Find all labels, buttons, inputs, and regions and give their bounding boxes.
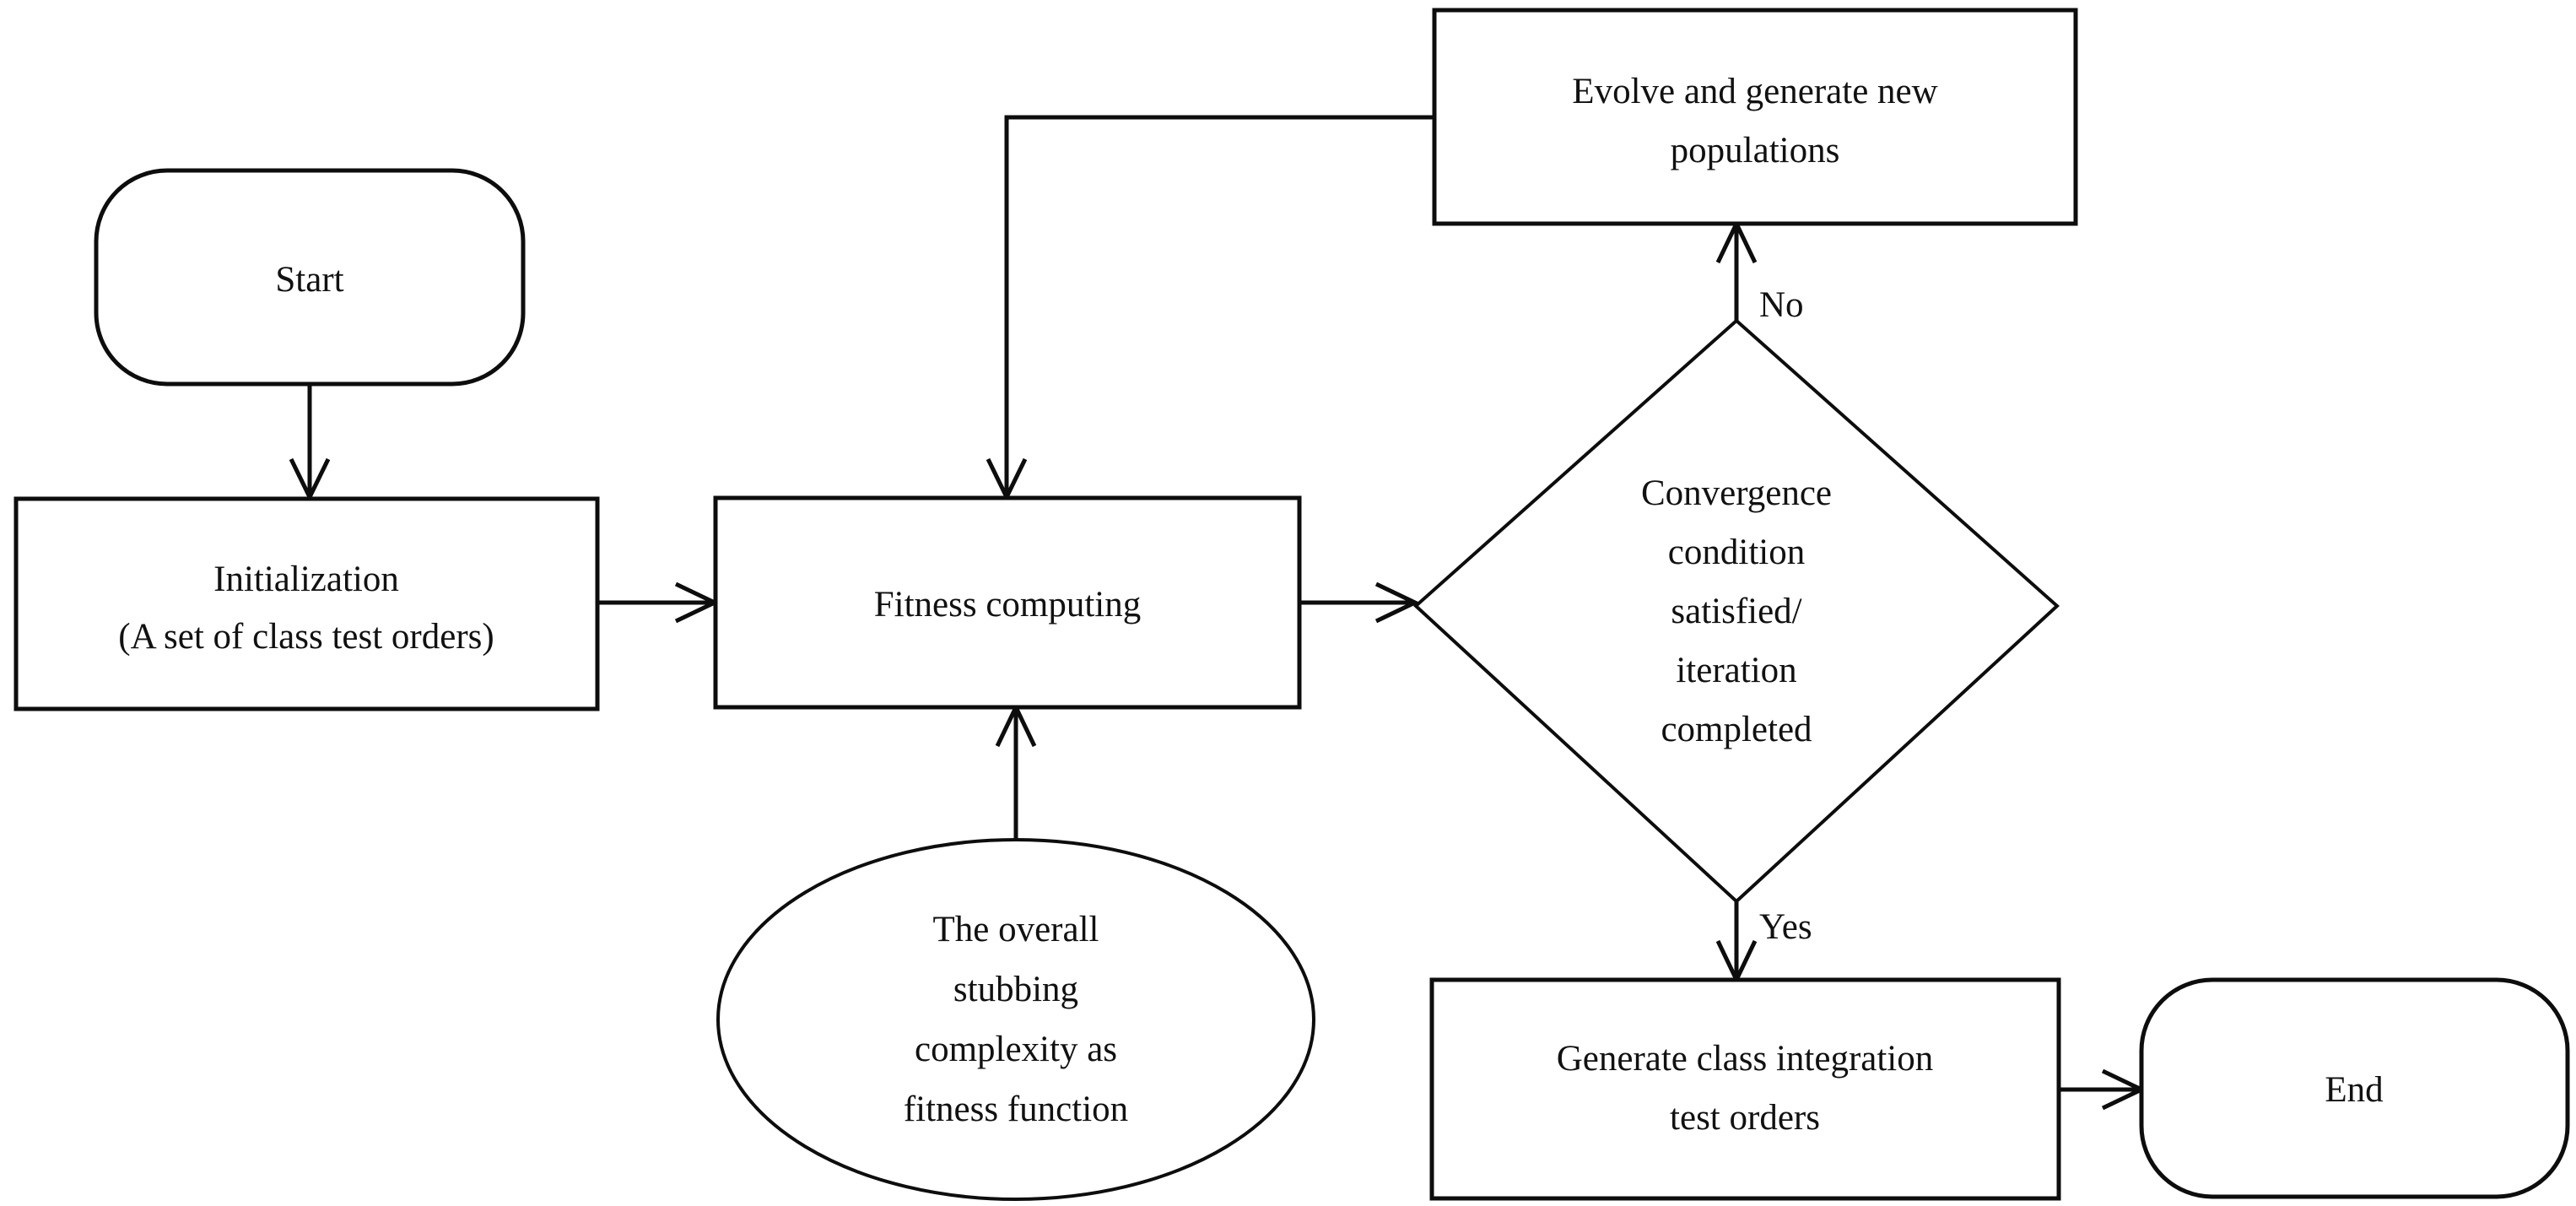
node-generate-orders[interactable]: Generate class integration test orders <box>1429 977 2061 1201</box>
node-fitness-function-line1: The overall <box>933 910 1099 949</box>
fitness-computing-shape <box>713 495 1302 710</box>
edge-generate-to-end <box>2059 1068 2147 1111</box>
edge-start-to-initialization <box>289 384 331 502</box>
node-convergence-line5: completed <box>1661 710 1812 749</box>
node-convergence-line3: satisfied/ <box>1671 592 1801 631</box>
node-evolve-line1: Evolve and generate new <box>1572 72 1937 111</box>
node-initialization[interactable]: Initialization (A set of class test orde… <box>14 496 600 711</box>
node-fitness-function-line4: fitness function <box>904 1090 1128 1129</box>
node-initialization-line1: Initialization <box>213 560 399 599</box>
start-shape <box>94 168 526 387</box>
edge-fitness-to-decision <box>1299 581 1420 624</box>
edge-label-no: No <box>1759 285 1804 325</box>
fitness-function-shape <box>716 838 1315 1201</box>
edge-label-yes: Yes <box>1759 907 1812 947</box>
evolve-shape <box>1432 8 2078 226</box>
node-end[interactable]: End <box>2139 977 2570 1199</box>
node-convergence-line1: Convergence <box>1641 473 1832 513</box>
edge-decision-to-generate <box>1715 901 1758 985</box>
node-end-label: End <box>2325 1070 2383 1110</box>
node-fitness-computing[interactable]: Fitness computing <box>713 495 1302 710</box>
end-shape <box>2139 977 2570 1199</box>
generate-orders-shape <box>1429 977 2061 1201</box>
node-start[interactable]: Start <box>94 168 526 387</box>
edge-fitness-function-to-fitness <box>995 702 1037 840</box>
edge-initialization-to-fitness <box>597 581 720 624</box>
edge-line <box>1004 115 1434 495</box>
convergence-decision-shape <box>1413 318 2060 904</box>
node-evolve-line2: populations <box>1671 131 1840 170</box>
node-evolve[interactable]: Evolve and generate new populations <box>1432 8 2078 226</box>
edge-decision-to-evolve <box>1715 219 1758 321</box>
node-fitness-function-line2: stubbing <box>953 970 1078 1009</box>
arrowhead-right-icon <box>1374 581 1420 624</box>
node-start-label: Start <box>275 260 343 300</box>
node-initialization-line2: (A set of class test orders) <box>118 617 494 657</box>
edge-evolve-to-fitness <box>986 115 1434 502</box>
initialization-shape <box>14 496 600 711</box>
node-fitness-computing-label: Fitness computing <box>874 585 1142 625</box>
node-generate-orders-line2: test orders <box>1670 1098 1820 1138</box>
node-convergence-line2: condition <box>1668 533 1805 572</box>
node-convergence-decision[interactable]: Convergence condition satisfied/ iterati… <box>1413 318 2060 904</box>
node-fitness-function-line3: complexity as <box>915 1030 1117 1069</box>
node-fitness-function[interactable]: The overall stubbing complexity as fitne… <box>716 838 1315 1201</box>
node-generate-orders-line1: Generate class integration <box>1557 1039 1934 1079</box>
node-convergence-line4: iteration <box>1676 651 1796 690</box>
